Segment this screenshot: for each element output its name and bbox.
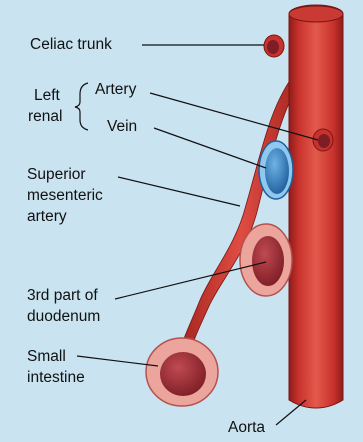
aorta-top-rim <box>289 6 343 22</box>
label-sma-line2: mesenteric <box>27 186 103 205</box>
label-renal: renal <box>28 107 62 126</box>
label-left: Left <box>34 86 60 105</box>
label-celiac-trunk: Celiac trunk <box>30 35 112 54</box>
label-duodenum-line2: duodenum <box>27 307 100 326</box>
duodenum-lumen <box>252 236 284 286</box>
aorta-leader <box>276 400 306 425</box>
small-intestine-leader <box>77 356 158 366</box>
label-small-line1: Small <box>27 347 66 366</box>
sma-leader <box>118 177 240 206</box>
label-duodenum-line1: 3rd part of <box>27 286 98 305</box>
superior-mesenteric-artery-shape <box>178 72 302 360</box>
left-renal-vein-lumen <box>265 148 289 194</box>
aorta-shape <box>289 14 343 408</box>
renal-brace <box>75 83 88 130</box>
label-sma-line1: Superior <box>27 165 86 184</box>
vein-leader <box>154 128 266 168</box>
celiac-trunk-opening <box>267 40 279 54</box>
label-vein: Vein <box>107 117 137 136</box>
label-aorta: Aorta <box>228 418 265 437</box>
duodenum-leader <box>115 262 266 299</box>
left-renal-artery-opening <box>318 134 330 148</box>
small-intestine-lumen <box>160 352 206 396</box>
label-artery: Artery <box>95 80 136 99</box>
label-small-line2: intestine <box>27 368 85 387</box>
label-sma-line3: artery <box>27 207 67 226</box>
